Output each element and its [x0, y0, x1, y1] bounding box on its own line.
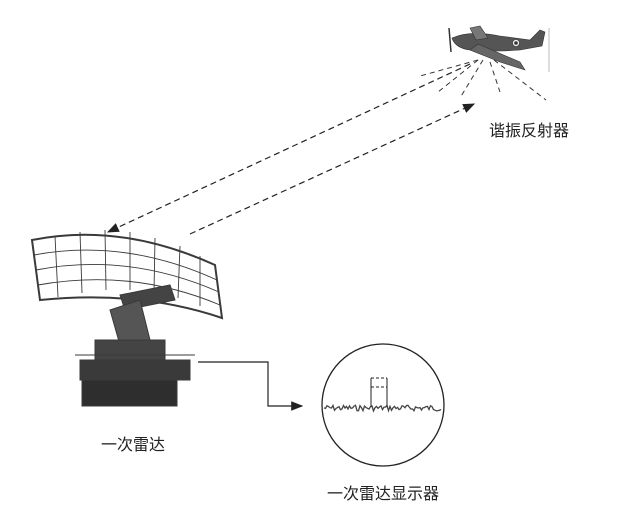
aircraft-icon	[448, 25, 550, 72]
echo-signal-arrow	[106, 63, 471, 233]
transmit-signal-arrow	[189, 103, 476, 235]
reflection-lines	[419, 59, 547, 101]
radar-display-screen	[321, 343, 445, 467]
radar-display-label: 一次雷达显示器	[327, 484, 440, 503]
primary-radar-label: 一次雷达	[101, 435, 166, 454]
radar-antenna-icon	[30, 229, 224, 407]
connector-arrow	[198, 361, 304, 411]
reflector-label: 谐振反射器	[489, 121, 570, 140]
noise-trace	[323, 403, 442, 413]
